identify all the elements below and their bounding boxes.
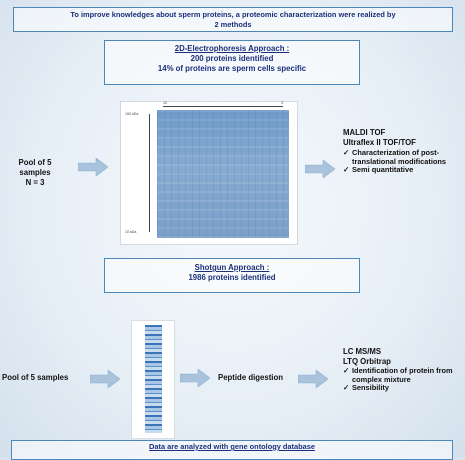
gel-mw-axis [149,114,150,232]
1d-gel-strip [131,320,175,439]
lcms-benefit-text: Identification of protein from complex m… [352,366,453,384]
lcms-instrument: LTQ Orbitrap [343,357,391,366]
right-arrow-icon [90,370,120,388]
check-mark-icon: ✓ [343,366,350,375]
maldi-method: MALDI TOF Ultraflex II TOF/TOF [343,128,416,148]
lcms-method-name: LC MS/MS [343,347,382,356]
pool-samples-label-1: Pool of 5 samples N = 3 [2,158,68,188]
lcms-method: LC MS/MS LTQ Orbitrap [343,347,391,367]
gel-ph-right-label: 3 [281,101,283,105]
electrophoresis-result-1: 200 proteins identified [190,54,274,63]
shotgun-approach-box: Shotgun Approach : 1986 proteins identif… [104,258,360,293]
electrophoresis-result-2: 14% of proteins are sperm cells specific [157,64,307,73]
electrophoresis-approach-box: 2D-Electrophoresis Approach : 200 protei… [104,40,360,85]
gel-ph-left-label: 10 [163,101,167,105]
gel-mw-top-label: 150 kDa [125,112,139,116]
right-arrow-icon [305,160,335,178]
replicate-count: N = 3 [25,178,45,187]
maldi-benefit-text: Semi quantitative [352,165,414,174]
right-arrow-icon [180,369,210,387]
maldi-benefit-item: ✓Characterization of post-translational … [343,148,458,166]
right-arrow-icon [298,370,328,388]
intro-line-2: 2 methods [214,20,252,29]
2d-gel-image: 10 3 150 kDa 10 kDa [120,101,298,245]
lcms-benefits: ✓Identification of protein from complex … [343,366,461,393]
lcms-benefit-text: Sensibility [352,383,389,392]
gel-lane [145,325,162,433]
maldi-instrument: Ultraflex II TOF/TOF [343,138,416,147]
check-mark-icon: ✓ [343,165,350,174]
gel-ph-axis [163,106,283,107]
lcms-benefit-item: ✓Sensibility [343,383,461,393]
pool-samples-label-2: Pool of 5 samples [2,373,69,382]
electrophoresis-heading: 2D-Electrophoresis Approach : [174,44,290,53]
right-arrow-icon [78,158,108,176]
gel-mw-bottom-label: 10 kDa [125,230,137,234]
intro-line-1: To improve knowledges about sperm protei… [70,10,396,19]
maldi-benefits: ✓Characterization of post-translational … [343,148,458,175]
check-mark-icon: ✓ [343,148,350,157]
gel-spots [157,110,289,238]
maldi-method-name: MALDI TOF [343,128,386,137]
lcms-benefit-item: ✓Identification of protein from complex … [343,366,461,384]
check-mark-icon: ✓ [343,383,350,392]
peptide-digestion-label: Peptide digestion [218,373,283,382]
shotgun-heading: Shotgun Approach : [194,263,270,272]
footer-text: Data are analyzed with gene ontology dat… [149,442,315,451]
maldi-benefit-item: ✓Semi quantitative [343,165,458,175]
maldi-benefit-text: Characterization of post-translational m… [352,148,447,166]
intro-box: To improve knowledges about sperm protei… [13,7,453,32]
shotgun-result: 1986 proteins identified [188,273,276,282]
footer-box: Data are analyzed with gene ontology dat… [11,440,453,460]
pool-samples-text: Pool of 5 samples [18,158,52,177]
